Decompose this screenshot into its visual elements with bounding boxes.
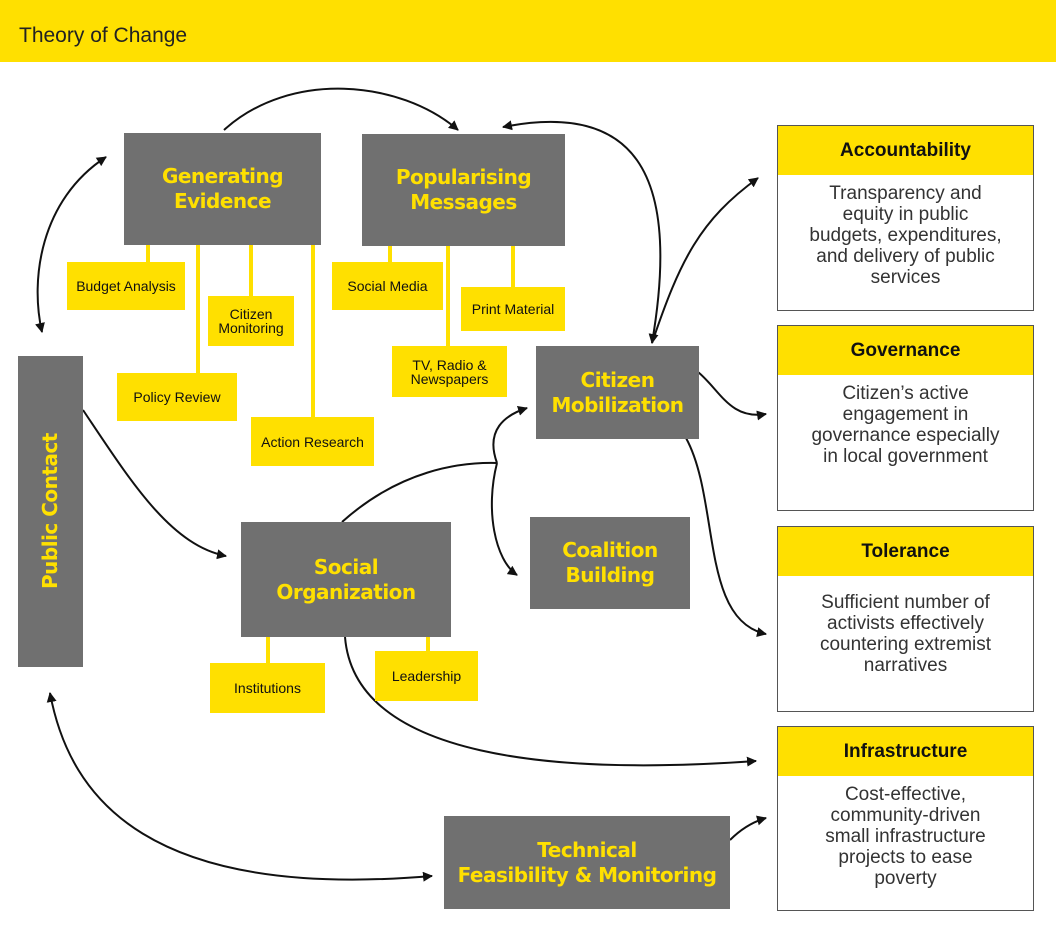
outcome-text: Transparency and equity in public budget…	[809, 183, 1002, 288]
outcome-infrastructure: Infrastructure Cost-effective, community…	[777, 726, 1034, 911]
outcome-text: Cost-effective, community-driven small i…	[825, 784, 986, 889]
node-social-organization: Social Organization	[241, 522, 451, 637]
flow-arrows	[35, 87, 767, 882]
outcome-text: Sufficient number of activists effective…	[819, 592, 992, 676]
node-coalition-building: Coalition Building	[530, 517, 690, 609]
sub-budget-analysis: Budget Analysis	[67, 262, 185, 310]
sub-tv-radio-newspapers: TV, Radio & Newspapers	[392, 346, 507, 397]
outcome-accountability: Accountability Transparency and equity i…	[777, 125, 1034, 311]
sub-citizen-monitoring: Citizen Monitoring	[208, 296, 294, 346]
node-technical-feasibility: Technical Feasibility & Monitoring	[444, 816, 730, 909]
sub-social-media: Social Media	[332, 262, 443, 310]
sub-institutions: Institutions	[210, 663, 325, 713]
sub-leadership: Leadership	[375, 651, 478, 701]
outcome-title: Governance	[778, 326, 1033, 375]
node-popularising-messages: Popularising Messages	[362, 134, 565, 246]
page-title: Theory of Change	[19, 24, 188, 47]
outcome-text: Citizen’s active engagement in governanc…	[811, 383, 1000, 467]
sub-print-material: Print Material	[461, 287, 565, 331]
outcome-governance: Governance Citizen’s active engagement i…	[777, 325, 1034, 511]
outcome-title: Infrastructure	[778, 727, 1033, 776]
outcome-title: Tolerance	[778, 527, 1033, 576]
header-bar: Theory of Change	[0, 0, 1056, 62]
sub-policy-review: Policy Review	[117, 373, 237, 421]
outcome-tolerance: Tolerance Sufficient number of activists…	[777, 526, 1034, 712]
outcome-title: Accountability	[778, 126, 1033, 175]
node-generating-evidence: Generating Evidence	[124, 133, 321, 245]
node-public-contact: Public Contact	[18, 356, 83, 667]
sub-action-research: Action Research	[251, 417, 374, 466]
node-citizen-mobilization: Citizen Mobilization	[536, 346, 699, 439]
